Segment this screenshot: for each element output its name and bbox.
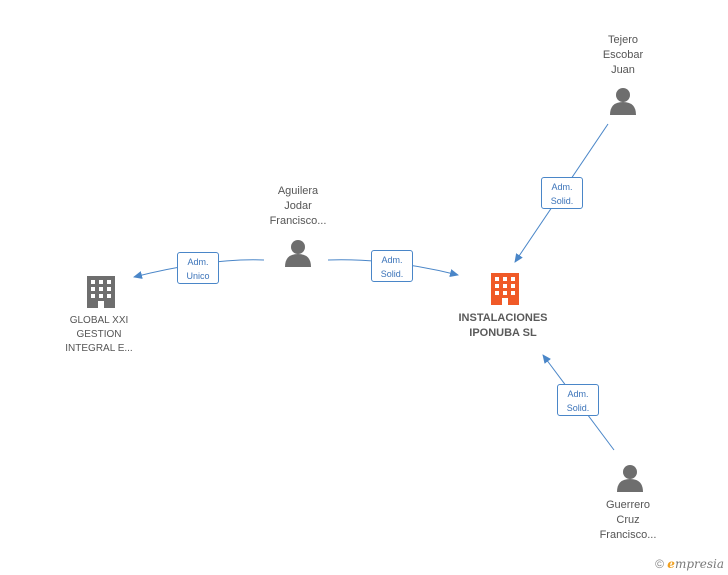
label-line: IPONUBA SL xyxy=(469,327,537,339)
label-line: GLOBAL XXI xyxy=(69,315,129,326)
badge-line: Adm. xyxy=(381,255,403,265)
label-line: INSTALACIONES xyxy=(458,312,548,324)
label-line: Guerrero xyxy=(605,499,651,511)
copyright-icon: © xyxy=(655,557,664,571)
edge-badge-aguilera-global[interactable]: Adm. Unico xyxy=(177,252,219,284)
edge-badge-guerrero-instalaciones[interactable]: Adm. Solid. xyxy=(557,384,599,416)
company-label-instalaciones[interactable]: INSTALACIONES IPONUBA SL xyxy=(443,311,563,341)
building-icon-instalaciones[interactable] xyxy=(491,273,519,305)
label-line: GESTION xyxy=(76,329,122,340)
footer-branding: © empresia xyxy=(655,557,724,571)
badge-line: Solid. xyxy=(566,403,590,413)
label-line: Jodar xyxy=(284,200,312,212)
person-label-guerrero[interactable]: Guerrero Cruz Francisco... xyxy=(576,498,680,543)
brand-logo: empresia xyxy=(667,557,724,571)
label-line: Francisco... xyxy=(269,215,327,227)
person-icon-aguilera[interactable] xyxy=(285,240,311,267)
label-line: Tejero xyxy=(608,34,638,46)
badge-line: Adm. xyxy=(187,257,209,267)
label-line: INTEGRAL E... xyxy=(65,343,133,354)
label-line: Aguilera xyxy=(277,185,319,197)
label-line: Francisco... xyxy=(599,529,657,541)
brand-rest: mpresia xyxy=(674,557,724,571)
label-line: Cruz xyxy=(616,514,640,526)
person-icon-tejero[interactable] xyxy=(610,88,636,115)
edge-badge-tejero-instalaciones[interactable]: Adm. Solid. xyxy=(541,177,583,209)
badge-line: Adm. xyxy=(567,389,589,399)
building-icon-global[interactable] xyxy=(87,276,115,308)
badge-line: Adm. xyxy=(551,182,573,192)
person-label-aguilera[interactable]: Aguilera Jodar Francisco... xyxy=(246,184,350,229)
company-label-global[interactable]: GLOBAL XXI GESTION INTEGRAL E... xyxy=(46,314,152,356)
label-line: Juan xyxy=(611,64,635,76)
brand-initial: e xyxy=(667,557,675,571)
label-line: Escobar xyxy=(602,49,644,61)
person-label-tejero[interactable]: Tejero Escobar Juan xyxy=(571,33,675,78)
person-icon-guerrero[interactable] xyxy=(617,465,643,492)
edge-badge-aguilera-instalaciones[interactable]: Adm. Solid. xyxy=(371,250,413,282)
badge-line: Unico xyxy=(186,271,210,281)
badge-line: Solid. xyxy=(380,269,404,279)
badge-line: Solid. xyxy=(550,196,574,206)
